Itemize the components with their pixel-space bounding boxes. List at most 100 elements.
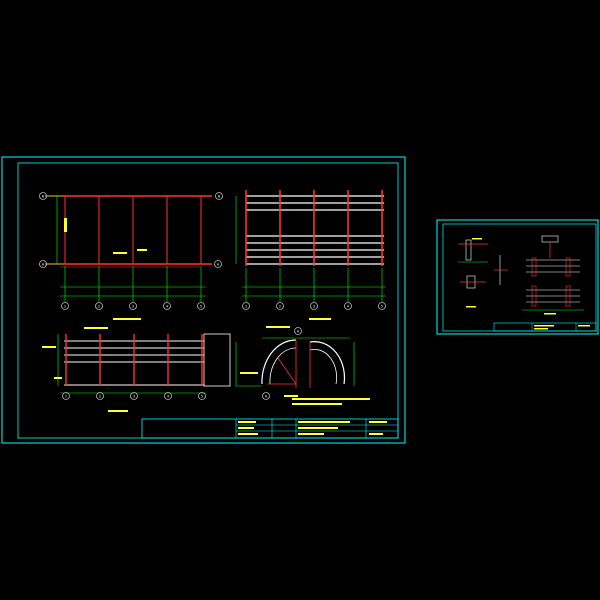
- arc-label-mark-1: [266, 326, 290, 328]
- detail-5-post-right: [565, 285, 571, 307]
- detail-1: [458, 238, 488, 263]
- side-elevation-view: 1 2 3 4 5: [42, 327, 231, 412]
- arc-axis-bubble-top: A: [294, 327, 302, 335]
- elev-col-label-3: 3: [313, 304, 315, 308]
- plan-axis-label-a: A: [42, 262, 45, 266]
- notes-block: [292, 398, 370, 405]
- arc-inner: [269, 347, 297, 385]
- side-end-panel: [203, 333, 231, 387]
- detail-sheet-outer-border: [436, 219, 599, 335]
- plan-col-bubble-1: 1: [61, 302, 69, 310]
- side-label-mark-2: [42, 346, 56, 348]
- elevation-view: B 1 2 3 4 5: [215, 190, 386, 320]
- plan-axis-bubble-a: A: [39, 260, 47, 268]
- elev-axis-label-b: B: [218, 194, 220, 198]
- side-col-bubbles: 1 2 3 4 5: [62, 392, 206, 400]
- plan-col-bubble-2: 2: [95, 302, 103, 310]
- arc-outer: [261, 339, 297, 385]
- title-block-cell-7: [369, 421, 387, 423]
- title-block-frame: [141, 418, 399, 439]
- side-col-bubble-1: 1: [62, 392, 70, 400]
- side-col-bubble-5: 5: [198, 392, 206, 400]
- title-block-cell-6: [298, 433, 324, 435]
- detail-4: [526, 235, 580, 277]
- detail-title-block: [493, 322, 597, 332]
- side-col-bubble-3: 3: [130, 392, 138, 400]
- detail-4-post-right: [565, 257, 571, 277]
- elev-col-bubbles: 1 2 3 4 5: [242, 302, 386, 310]
- side-col-label-1: 1: [65, 394, 67, 398]
- detail-4-post-left: [531, 257, 537, 277]
- plan-axis-label-b: B: [42, 194, 44, 198]
- notes-line-2: [292, 403, 342, 405]
- plan-col-label-2: 2: [98, 304, 100, 308]
- elev-col-bubble-4: 4: [344, 302, 352, 310]
- title-block-cell-5: [298, 427, 338, 429]
- detail-1-post: [465, 239, 472, 261]
- arc-axis-label-top: A: [297, 329, 300, 333]
- arc-label-mark-2: [240, 372, 258, 374]
- side-col-bubble-4: 4: [164, 392, 172, 400]
- detail-5-label: [544, 313, 556, 315]
- side-col-label-3: 3: [133, 394, 135, 398]
- plan-col-label-3: 3: [132, 304, 134, 308]
- plan-axis-bubble-b: B: [39, 192, 47, 200]
- arc-inner-right: [309, 349, 337, 385]
- elev-col-bubble-1: 1: [242, 302, 250, 310]
- plan-col-bubble-5: 5: [197, 302, 205, 310]
- detail-2: [460, 275, 486, 308]
- side-label-mark-1: [84, 327, 108, 329]
- elev-col-bubble-3: 3: [310, 302, 318, 310]
- side-col-bubble-2: 2: [96, 392, 104, 400]
- elev-col-label-2: 2: [279, 304, 281, 308]
- plan-annotation-mark-2: [113, 252, 127, 254]
- plan-axis-label-a-right: A: [217, 262, 220, 266]
- plan-axis-bubble-a-right: A: [214, 260, 222, 268]
- title-block-cell-3: [238, 433, 258, 435]
- arc-outer-right: [309, 341, 346, 385]
- elev-title-mark: [309, 318, 331, 320]
- side-col-label-2: 2: [99, 394, 101, 398]
- plan-title-mark: [113, 318, 141, 320]
- elev-col-bubble-2: 2: [276, 302, 284, 310]
- arc-plan-view: A A: [235, 326, 355, 400]
- detail-title-cell-2: [534, 328, 548, 330]
- elev-col-bubble-5: 5: [378, 302, 386, 310]
- detail-2-label: [466, 306, 476, 308]
- notes-line-1: [292, 398, 370, 400]
- elev-col-label-5: 5: [381, 304, 383, 308]
- main-sheet-outer-border: [1, 156, 406, 444]
- arc-axis-label-left: A: [265, 394, 268, 398]
- side-title-mark: [108, 410, 128, 412]
- plan-view: B A A 1 2 3 4 5: [39, 192, 222, 320]
- plan-annotation-mark-1: [64, 218, 67, 232]
- detail-1-label: [472, 238, 482, 240]
- main-sheet: [1, 156, 406, 444]
- title-block: [141, 418, 399, 439]
- side-label-mark-3: [54, 377, 62, 379]
- detail-3: [494, 255, 508, 285]
- detail-5-post-left: [531, 285, 537, 307]
- title-block-cell-1: [238, 421, 256, 423]
- detail-title-cell-3: [578, 325, 590, 327]
- plan-col-bubble-4: 4: [163, 302, 171, 310]
- detail-sheet: [436, 219, 599, 335]
- title-block-cell-8: [369, 433, 383, 435]
- elev-col-label-4: 4: [347, 304, 349, 308]
- detail-4-cap: [541, 235, 559, 243]
- detail-title-cell-1: [534, 325, 554, 327]
- plan-col-label-1: 1: [64, 304, 66, 308]
- elev-axis-bubble-b: B: [215, 192, 223, 200]
- plan-col-bubbles: 1 2 3 4 5: [61, 302, 205, 310]
- main-sheet-inner-border: [17, 162, 399, 439]
- detail-5: [522, 285, 584, 315]
- plan-col-label-5: 5: [200, 304, 202, 308]
- plan-annotation-mark-3: [137, 249, 147, 251]
- side-col-label-5: 5: [201, 394, 203, 398]
- side-col-label-4: 4: [167, 394, 169, 398]
- plan-col-label-4: 4: [166, 304, 168, 308]
- detail-title-frame: [493, 322, 597, 332]
- arc-axis-bubble-left: A: [262, 392, 270, 400]
- arc-title-mark: [284, 395, 298, 397]
